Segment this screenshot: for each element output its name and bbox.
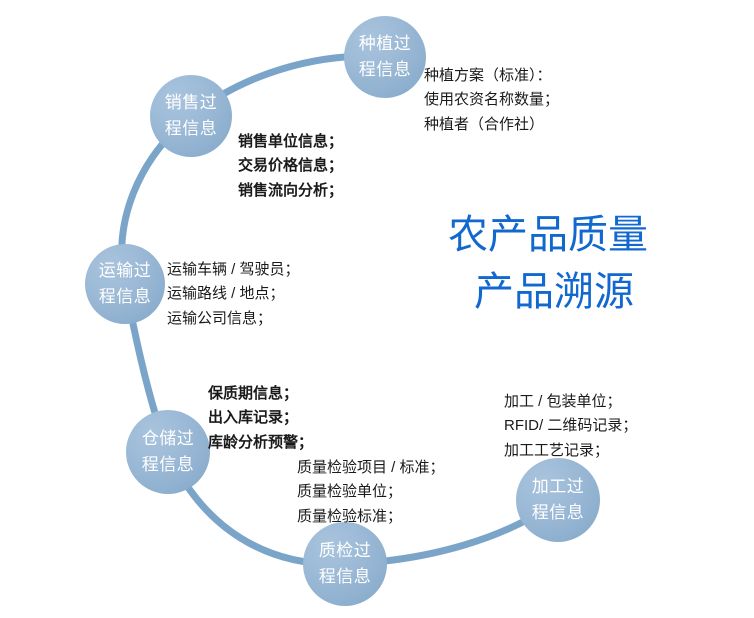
page-title: 农产品质量 产品溯源	[448, 207, 648, 321]
inspection-note-line-3: 质量检验标准；	[297, 507, 403, 525]
sales-note-line-1: 销售单位信息；	[238, 133, 344, 150]
processing-node-label-line1: 加工过	[531, 476, 585, 496]
sales-note-line-3: 销售流向分析；	[238, 181, 344, 199]
sales-node[interactable]: 销售过 程信息	[150, 75, 232, 157]
storage-node-label-line2: 程信息	[141, 455, 195, 474]
page-title-line-2: 产品溯源	[474, 269, 634, 314]
inspection-note-line-2: 质量检验单位；	[297, 483, 403, 501]
storage-note: 保质期信息； 出入库记录； 库龄分析预警；	[208, 382, 313, 455]
transport-node-label-line2: 程信息	[98, 287, 152, 306]
planting-node[interactable]: 种植过 程信息	[344, 16, 426, 98]
sales-node-label-line1: 销售过	[164, 92, 218, 112]
processing-note-line-3: 加工工艺记录；	[504, 441, 610, 459]
inspection-note-line-1: 质量检验项目 / 标准；	[297, 459, 445, 476]
inspection-node-label-line2: 程信息	[318, 567, 372, 586]
processing-node[interactable]: 加工过 程信息	[516, 458, 600, 542]
planting-note-line-1: 种植方案（标准）：	[424, 67, 552, 84]
planting-note-line-2: 使用农资名称数量；	[424, 91, 560, 109]
sales-note: 销售单位信息； 交易价格信息； 销售流向分析；	[238, 130, 343, 203]
transport-node-label-line1: 运输过	[98, 260, 152, 280]
planting-note: 种植方案（标准）： 使用农资名称数量； 种植者（合作社）	[424, 64, 559, 137]
transport-node[interactable]: 运输过 程信息	[85, 244, 165, 324]
storage-note-line-2: 出入库记录；	[208, 409, 299, 427]
processing-note-line-2: RFID/ 二维码记录；	[504, 417, 638, 435]
page-title-line-1: 农产品质量	[448, 213, 648, 257]
processing-note: 加工 / 包装单位； RFID/ 二维码记录； 加工工艺记录；	[504, 390, 637, 463]
sales-note-line-2: 交易价格信息；	[238, 157, 344, 175]
processing-node-label-line2: 程信息	[531, 503, 585, 522]
planting-node-label-line2: 程信息	[358, 60, 412, 79]
inspection-node[interactable]: 质检过 程信息	[303, 522, 387, 606]
inspection-note: 质量检验项目 / 标准； 质量检验单位； 质量检验标准；	[297, 456, 445, 529]
sales-node-label-line2: 程信息	[164, 119, 218, 138]
storage-node[interactable]: 仓储过 程信息	[126, 410, 210, 494]
storage-node-label-line1: 仓储过	[141, 428, 195, 448]
inspection-node-label-line1: 质检过	[318, 540, 372, 560]
transport-note-line-2: 运输路线 / 地点；	[167, 285, 285, 303]
planting-node-label-line1: 种植过	[358, 33, 412, 53]
storage-note-line-1: 保质期信息；	[208, 385, 299, 402]
transport-note-line-1: 运输车辆 / 驾驶员；	[167, 261, 300, 278]
processing-note-line-1: 加工 / 包装单位；	[504, 393, 622, 410]
storage-note-line-3: 库龄分析预警；	[208, 433, 314, 451]
planting-note-line-3: 种植者（合作社）	[424, 115, 545, 133]
transport-note: 运输车辆 / 驾驶员； 运输路线 / 地点； 运输公司信息；	[167, 258, 300, 331]
transport-note-line-3: 运输公司信息；	[167, 309, 273, 327]
